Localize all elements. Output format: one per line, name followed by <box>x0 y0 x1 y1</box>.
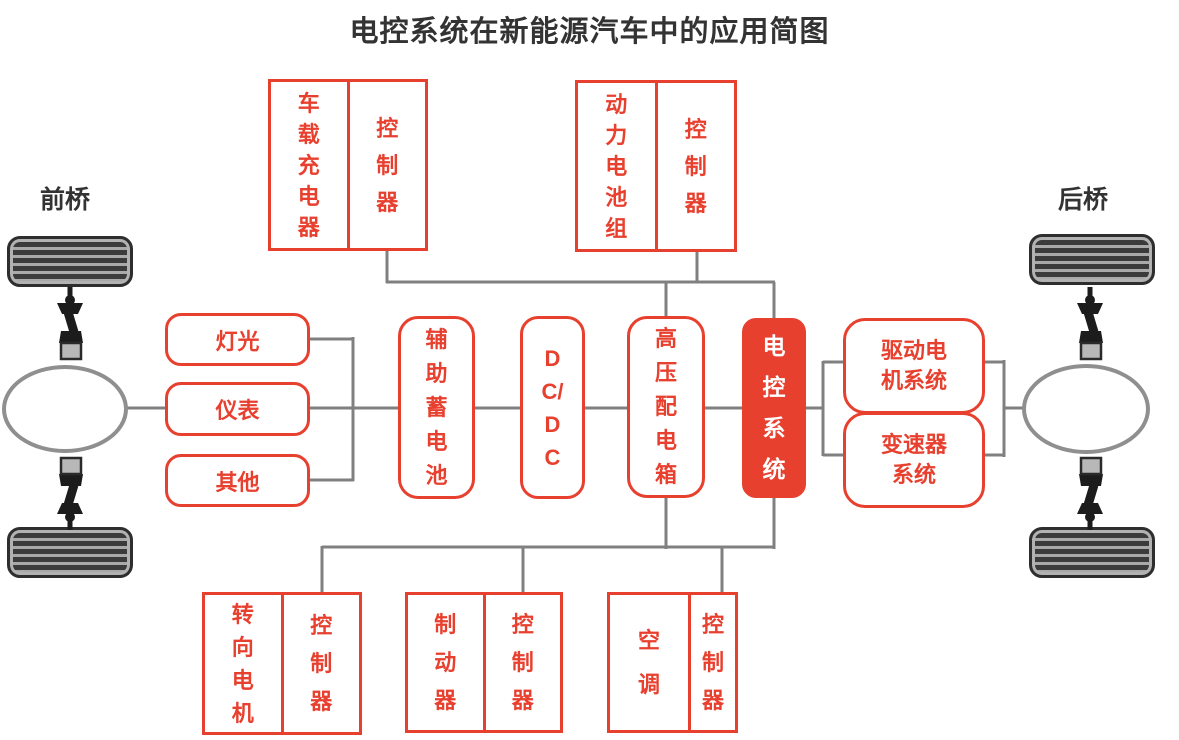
lights-label: 灯光 <box>215 328 260 354</box>
onboard-charger-box: 车载充电器 控制器 <box>268 79 428 251</box>
rear-wheel-top-icon <box>1029 234 1155 285</box>
hv-distribution-label: 高压配电箱 <box>654 326 677 487</box>
onboard-charger-label: 车载充电器 <box>297 90 320 240</box>
front-cv-joint-bottom-icon <box>52 450 88 530</box>
others-label: 其他 <box>215 469 260 495</box>
power-battery-controller-label: 控制器 <box>684 116 707 216</box>
others-box: 其他 <box>165 454 310 507</box>
brake-controller-cell: 控制器 <box>482 595 561 730</box>
air-conditioning-controller-label: 控制器 <box>701 611 724 713</box>
brake-box: 制动器 控制器 <box>405 592 563 733</box>
brake-cell: 制动器 <box>408 595 483 730</box>
front-cv-joint-top-icon <box>52 287 88 367</box>
steering-controller-cell: 控制器 <box>280 595 360 732</box>
brake-label: 制动器 <box>434 611 457 713</box>
onboard-charger-cell: 车载充电器 <box>271 82 347 248</box>
air-conditioning-label: 空调 <box>637 627 660 697</box>
front-wheel-bottom-icon <box>7 527 133 578</box>
rear-cv-joint-top-icon <box>1072 287 1108 367</box>
steering-motor-cell: 转向电机 <box>205 595 281 732</box>
air-conditioning-cell: 空调 <box>610 595 688 730</box>
instruments-box: 仪表 <box>165 382 310 436</box>
front-wheel-top-icon <box>7 236 133 287</box>
aux-battery-label: 辅助蓄电池 <box>425 326 448 488</box>
brake-controller-label: 控制器 <box>511 611 534 713</box>
hv-distribution-box: 高压配电箱 <box>627 316 705 498</box>
lights-box: 灯光 <box>165 313 310 366</box>
drive-motor-system-label: 驱动电机系统 <box>880 338 947 393</box>
rear-wheel-bottom-icon <box>1029 527 1155 578</box>
aux-battery-box: 辅助蓄电池 <box>398 316 475 499</box>
power-battery-pack-box: 动力电池组 控制器 <box>575 80 737 252</box>
drive-motor-system-box: 驱动电机系统 <box>843 318 985 414</box>
power-battery-pack-cell: 动力电池组 <box>578 83 655 249</box>
air-conditioning-box: 空调 控制器 <box>607 592 738 733</box>
steering-motor-box: 转向电机 控制器 <box>202 592 362 735</box>
steering-motor-label: 转向电机 <box>231 601 254 726</box>
steering-controller-label: 控制器 <box>310 612 333 714</box>
onboard-charger-controller-label: 控制器 <box>376 115 399 215</box>
rear-axle-label: 后桥 <box>1058 186 1109 214</box>
dcdc-converter-label: DC/DC <box>541 345 564 470</box>
front-axle-label: 前桥 <box>40 186 91 214</box>
onboard-charger-controller-cell: 控制器 <box>346 82 426 248</box>
transmission-system-label: 变速器系统 <box>880 432 947 487</box>
front-differential-ellipse <box>2 365 128 453</box>
dcdc-converter-box: DC/DC <box>520 316 585 499</box>
power-battery-pack-label: 动力电池组 <box>605 91 628 241</box>
rear-cv-joint-bottom-icon <box>1072 450 1108 530</box>
power-battery-controller-cell: 控制器 <box>654 83 735 249</box>
air-conditioning-controller-cell: 控制器 <box>688 595 735 730</box>
ecu-box: 电控系统 <box>742 318 806 498</box>
ecu-label: 电控系统 <box>762 333 786 482</box>
instruments-label: 仪表 <box>215 398 260 423</box>
transmission-system-box: 变速器系统 <box>843 412 985 508</box>
rear-differential-ellipse <box>1022 364 1150 454</box>
page-title: 电控系统在新能源汽车中的应用简图 <box>349 16 830 48</box>
